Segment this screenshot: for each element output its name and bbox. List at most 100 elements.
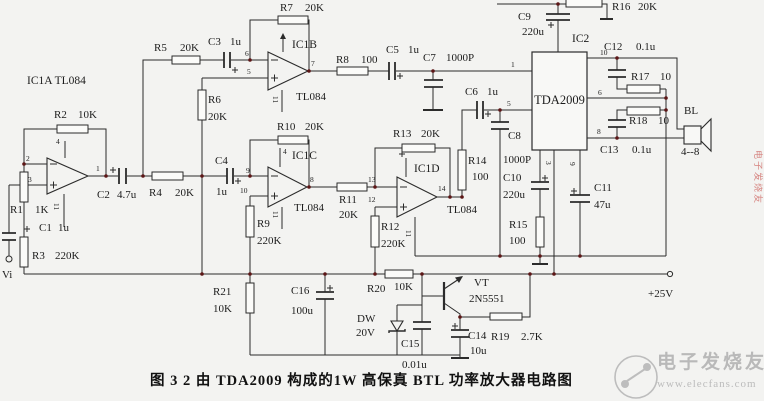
label-r13-val: 20K	[421, 128, 440, 140]
label-r21-ref: R21	[213, 286, 232, 298]
label-dw-val: 20V	[356, 327, 375, 339]
label-r6-ref: R6	[208, 94, 221, 106]
resistor-r11	[336, 182, 368, 192]
pin-ic1a-1: 1	[96, 164, 100, 173]
label-ic1c-part: TL084	[294, 202, 324, 214]
label-r10-ref: R10	[277, 121, 296, 133]
resistors	[19, 0, 661, 321]
pin-ic1d-12: 12	[368, 195, 376, 204]
label-r21-val: 10K	[213, 303, 232, 315]
label-r19-ref: R19	[491, 331, 510, 343]
label-r7-val: 20K	[305, 2, 324, 14]
label-supply-25v: +25V	[648, 288, 674, 300]
resistor-r7	[277, 15, 309, 25]
label-r11-val: 20K	[339, 209, 358, 221]
label-c3-val: 1u	[230, 36, 241, 48]
label-c9-ref: C9	[518, 11, 531, 23]
label-r12-ref: R12	[381, 221, 400, 233]
label-r15-ref: R15	[509, 219, 528, 231]
opamp-ic1b-vplus-arrow	[280, 33, 286, 39]
opamps	[46, 33, 439, 218]
pin-ic1c-4: 4	[283, 147, 287, 156]
label-r3-ref: R3	[32, 250, 45, 262]
pin-ic1b-6: 6	[245, 49, 249, 58]
capacitor-c1	[2, 232, 16, 241]
zener-dw	[388, 320, 406, 333]
capacitor-c14	[451, 329, 469, 338]
capacitor-c11	[570, 194, 590, 203]
label-ic2-part: TDA2009	[534, 93, 585, 107]
label-r20-ref: R20	[367, 283, 386, 295]
label-c14-ref: C14	[468, 330, 487, 342]
label-c5-val: 1u	[408, 44, 419, 56]
pin-ic1d-14: 14	[438, 184, 446, 193]
opamp-ic1c	[267, 166, 309, 208]
polarity-marks	[24, 22, 577, 329]
label-r17-val: 10	[660, 71, 671, 83]
pin-ic2-8: 8	[597, 127, 601, 136]
label-r20-val: 10K	[394, 281, 413, 293]
label-r5-ref: R5	[154, 42, 167, 54]
label-c10-val: 220u	[503, 189, 525, 201]
label-r4-val: 20K	[175, 187, 194, 199]
label-r7-ref: R7	[280, 2, 293, 14]
pin-ic1d-11: 11	[404, 230, 413, 238]
label-c8-val: 1000P	[503, 154, 532, 166]
label-c6-ref: C6	[465, 86, 478, 98]
speaker-bl	[683, 117, 712, 153]
label-ic2-name: IC2	[572, 33, 590, 45]
label-speaker-impedance: 4--8	[681, 146, 700, 158]
label-r2-ref: R2	[54, 109, 67, 121]
capacitor-c15	[413, 321, 431, 330]
label-c9-val: 220u	[522, 26, 544, 38]
resistor-r15	[535, 216, 545, 248]
label-c1-val: 1u	[58, 222, 69, 234]
capacitor-c3	[223, 52, 231, 68]
label-r6-val: 20K	[208, 111, 227, 123]
capacitor-c16	[316, 291, 334, 300]
label-c12-ref: C12	[604, 41, 623, 53]
label-c16-val: 100u	[291, 305, 313, 317]
resistor-r17	[626, 84, 661, 94]
label-c11-ref: C11	[594, 182, 612, 194]
watermark-side-text: 电子发烧友	[753, 150, 763, 206]
label-r19-val: 2.7K	[521, 331, 543, 343]
zener-bar	[388, 329, 406, 333]
resistor-r5	[171, 55, 201, 65]
speaker-body	[683, 125, 702, 145]
label-ic1a-header: IC1A TL084	[27, 75, 86, 87]
label-c3-ref: C3	[208, 36, 221, 48]
pin-ic1a-3: 3	[28, 175, 32, 184]
label-c13-ref: C13	[600, 144, 619, 156]
label-vt-ref: VT	[474, 277, 489, 289]
label-c15-val: 0.01u	[402, 359, 427, 371]
resistor-r8	[336, 66, 369, 76]
vt-emitter-arrow	[455, 276, 463, 283]
speaker-cone	[700, 117, 712, 153]
pin-ic2-1: 1	[511, 60, 515, 69]
label-c7-ref: C7	[423, 52, 436, 64]
label-r8-val: 100	[361, 54, 378, 66]
pin-ic1b-5: 5	[247, 67, 251, 76]
label-c8-ref: C8	[508, 130, 521, 142]
label-r17-ref: R17	[631, 71, 650, 83]
label-r15-val: 100	[509, 235, 526, 247]
label-c2-val: 4.7u	[117, 189, 137, 201]
label-c16-ref: C16	[291, 285, 310, 297]
label-ic1c-name: IC1C	[292, 150, 317, 162]
label-c4-val: 1u	[216, 186, 227, 198]
label-c2-ref: C2	[97, 189, 110, 201]
capacitor-c9	[546, 13, 570, 21]
resistor-r10	[277, 135, 309, 145]
opamp-ic1a	[46, 157, 90, 195]
resistor-r13	[401, 143, 436, 153]
label-r2-val: 10K	[78, 109, 97, 121]
watermark-site-name: 电子发烧友	[657, 352, 764, 373]
label-c6-val: 1u	[487, 86, 498, 98]
resistor-r9	[245, 205, 255, 238]
label-c13-val: 0.1u	[632, 144, 652, 156]
supply-terminal-25v	[666, 270, 674, 278]
label-r9-val: 220K	[257, 235, 282, 247]
label-c15-ref: C15	[401, 338, 420, 350]
